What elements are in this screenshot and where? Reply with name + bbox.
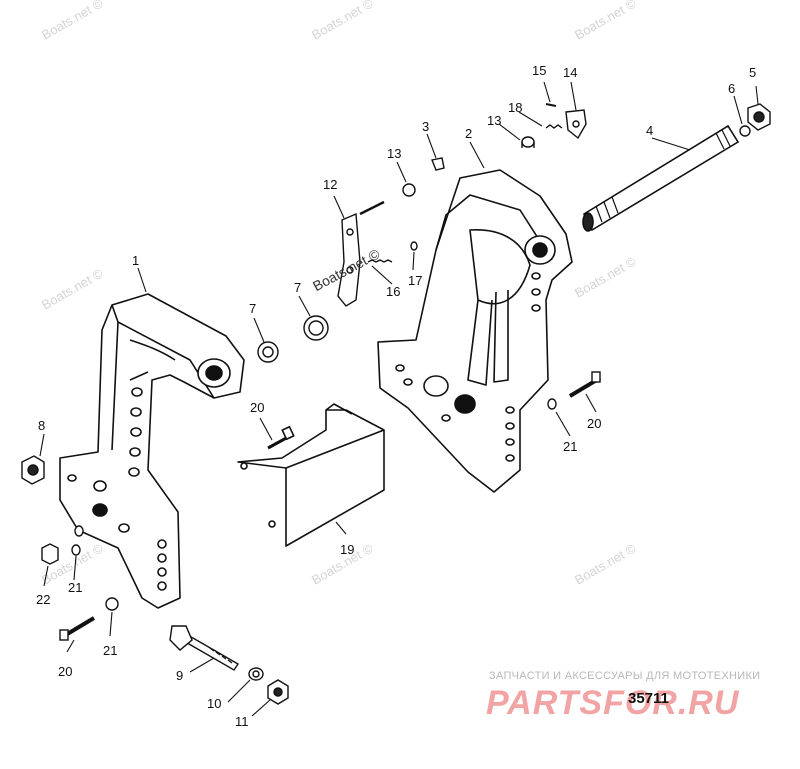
watermark-text: Boats.net © bbox=[572, 0, 639, 43]
callout-21: 21 bbox=[68, 580, 82, 595]
callout-5: 5 bbox=[749, 65, 756, 80]
callout-16: 16 bbox=[386, 284, 400, 299]
part-hardware-left bbox=[21, 455, 119, 641]
callout-7: 7 bbox=[249, 301, 256, 316]
callout-14: 14 bbox=[563, 65, 577, 80]
callout-9: 9 bbox=[176, 668, 183, 683]
diagram-id: 35711 bbox=[628, 690, 669, 707]
part-right-bracket bbox=[377, 169, 573, 493]
callout-13: 13 bbox=[487, 113, 501, 128]
watermark-text: Boats.net © bbox=[39, 265, 106, 312]
callout-10: 10 bbox=[207, 696, 221, 711]
watermark-text: Boats.net © bbox=[39, 0, 106, 43]
callout-17: 17 bbox=[408, 273, 422, 288]
part-left-bracket bbox=[59, 293, 245, 609]
callout-20: 20 bbox=[250, 400, 264, 415]
callout-6: 6 bbox=[728, 81, 735, 96]
callout-20: 20 bbox=[58, 664, 72, 679]
callout-3: 3 bbox=[422, 119, 429, 134]
callout-7: 7 bbox=[294, 280, 301, 295]
callout-19: 19 bbox=[340, 542, 354, 557]
callout-2: 2 bbox=[465, 126, 472, 141]
brand-tagline: ЗАПЧАСТИ И АКСЕССУАРЫ ДЛЯ МОТОТЕХНИКИ bbox=[489, 670, 761, 682]
callout-labels: 1 2 3 4 5 6 7 7 8 9 10 11 12 13 13 14 15… bbox=[36, 63, 756, 729]
part-hardware-top bbox=[257, 103, 771, 363]
watermark-text: Boats.net © bbox=[572, 540, 639, 587]
callout-1: 1 bbox=[132, 253, 139, 268]
part-hardware-bottom bbox=[169, 625, 289, 705]
callout-22: 22 bbox=[36, 592, 50, 607]
callout-18: 18 bbox=[508, 100, 522, 115]
watermark-text: Boats.net © bbox=[309, 0, 376, 43]
part-tilt-tube bbox=[582, 124, 740, 232]
part-plate bbox=[237, 403, 385, 547]
callout-15: 15 bbox=[532, 63, 546, 78]
watermark-text: Boats.net © bbox=[572, 253, 639, 300]
leader-lines bbox=[39, 81, 759, 717]
callout-20: 20 bbox=[587, 416, 601, 431]
callout-8: 8 bbox=[38, 418, 45, 433]
brand-logo: PARTSFOR.RU bbox=[486, 684, 740, 722]
part-hardware-right bbox=[547, 371, 602, 410]
callout-13: 13 bbox=[387, 146, 401, 161]
callout-21: 21 bbox=[103, 643, 117, 658]
callout-4: 4 bbox=[646, 123, 653, 138]
callout-12: 12 bbox=[323, 177, 337, 192]
callout-11: 11 bbox=[235, 714, 249, 729]
callout-21: 21 bbox=[563, 439, 577, 454]
